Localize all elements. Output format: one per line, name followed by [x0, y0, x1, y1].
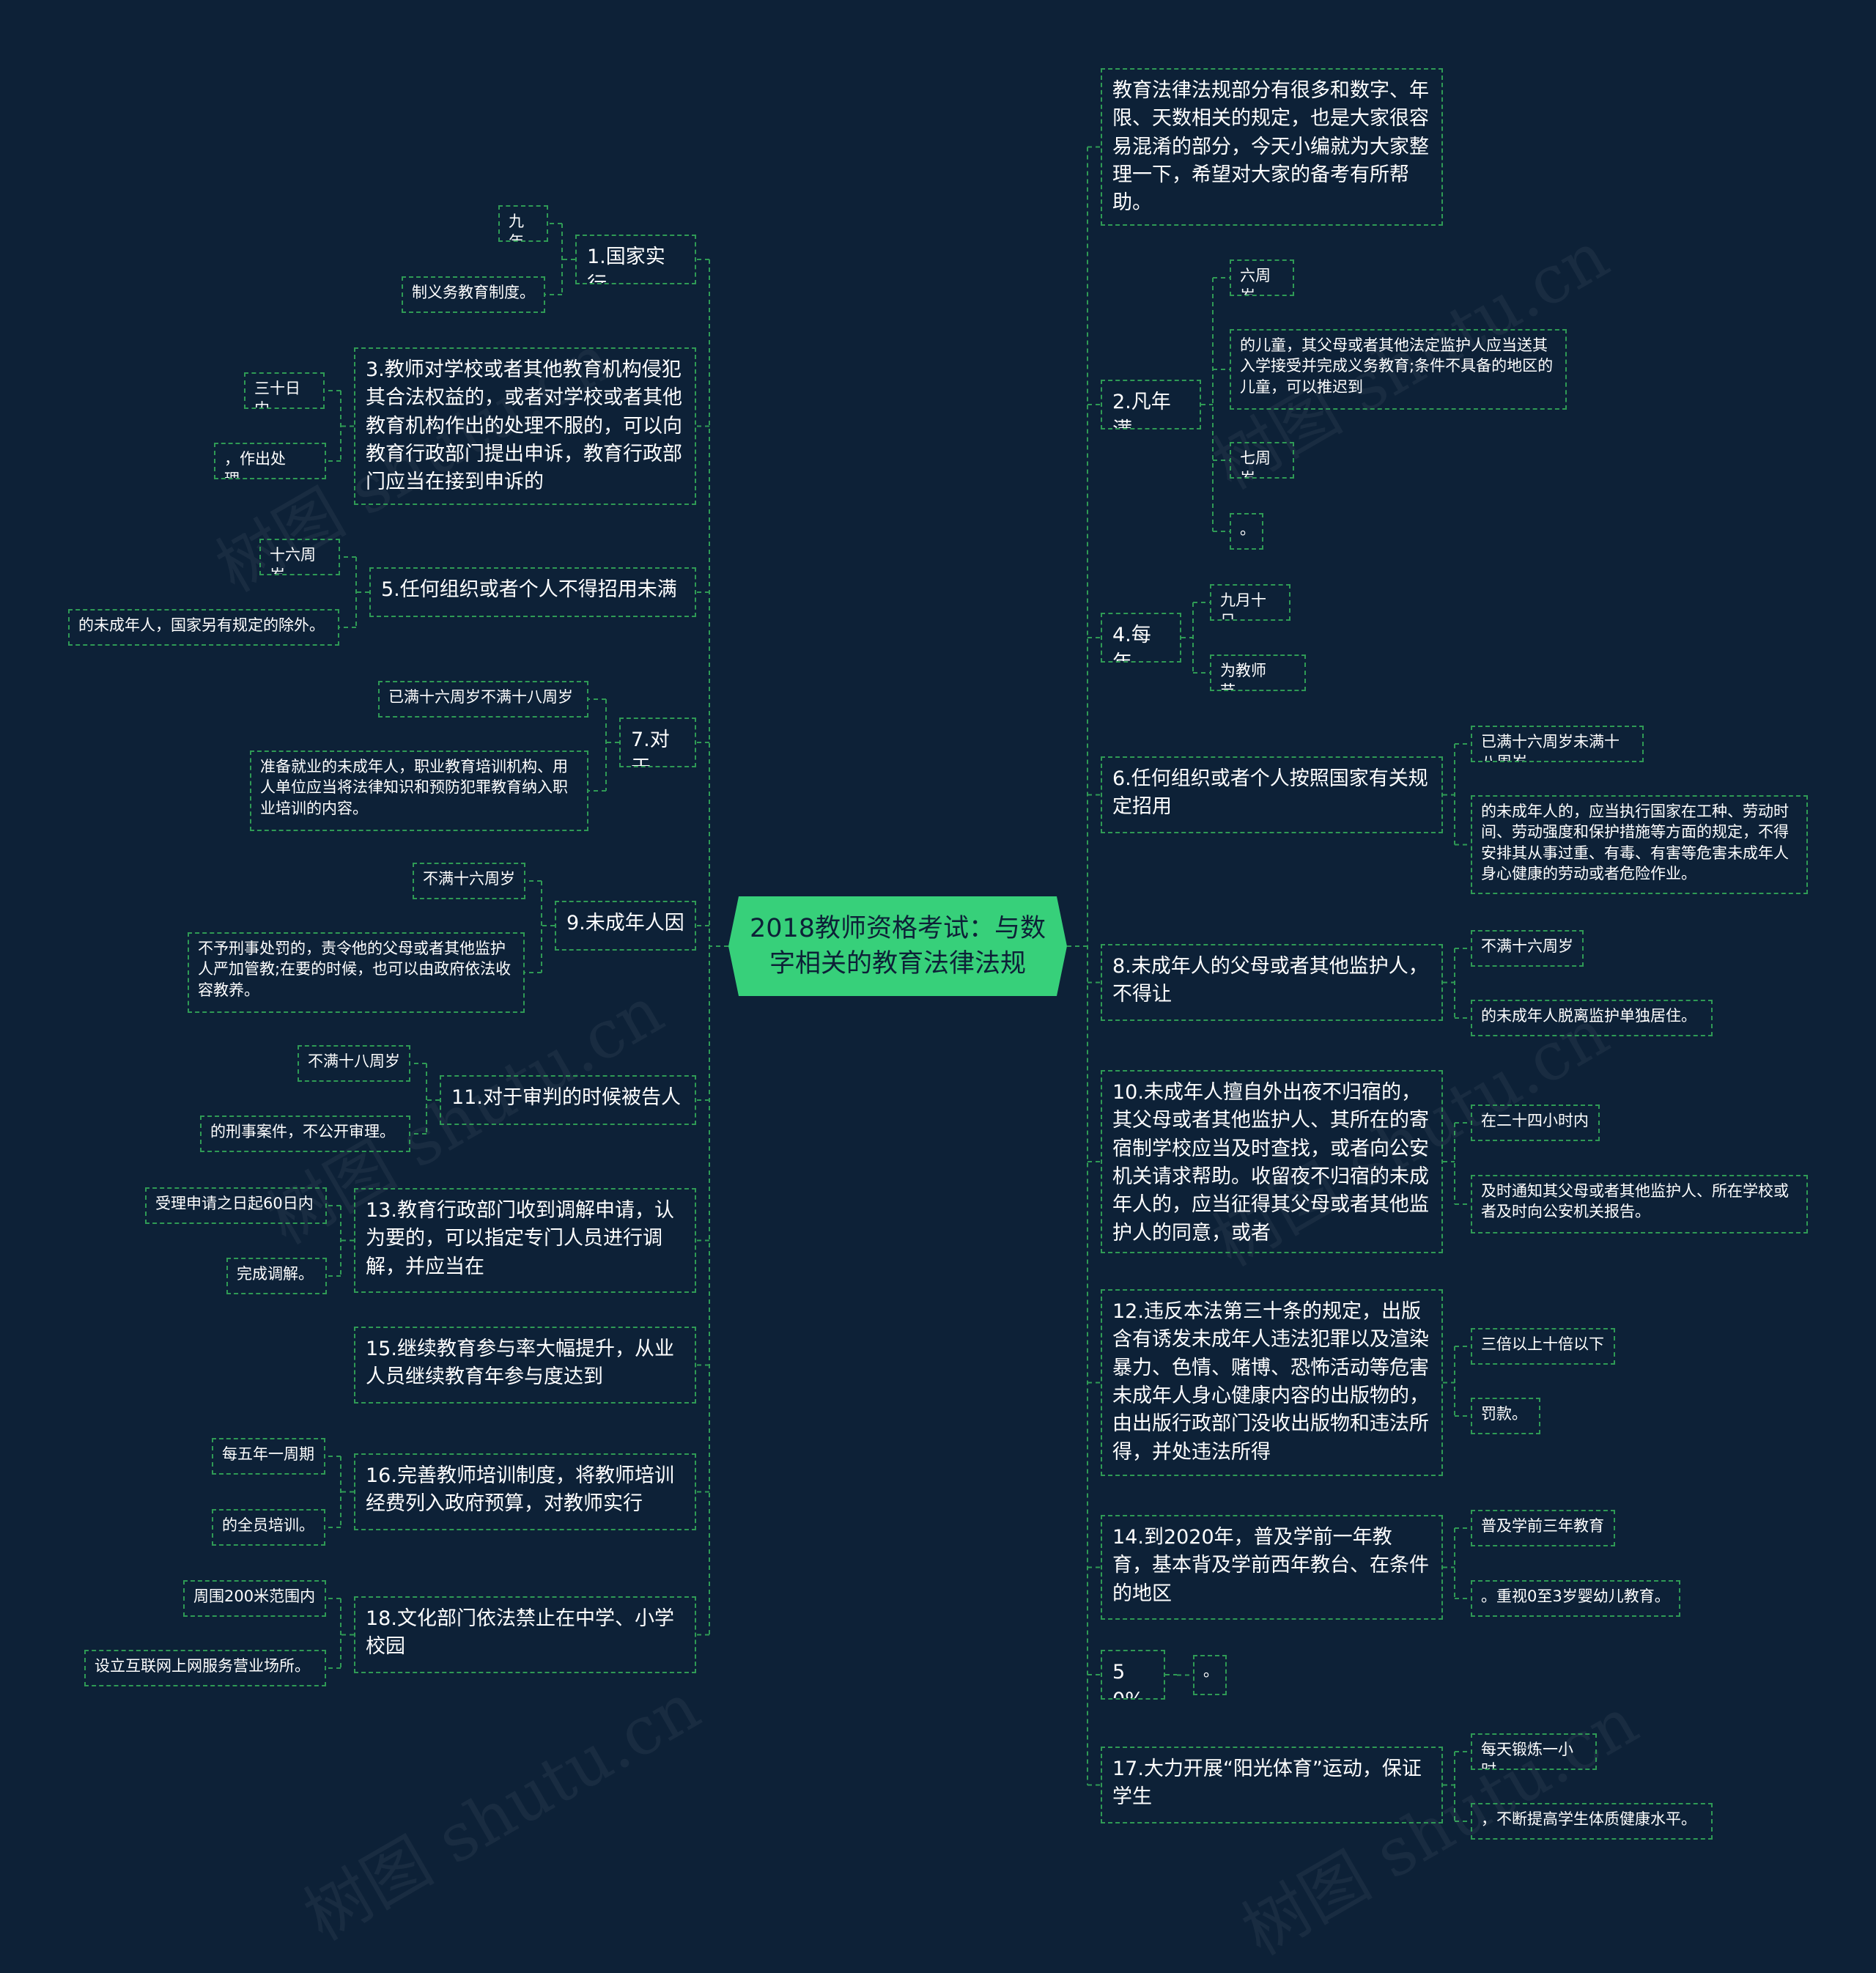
leaf-left-7-1[interactable]: 受理申请之日起60日内	[145, 1187, 327, 1224]
leaf-left-3-2[interactable]: 的未成年人，国家另有规定的除外。	[68, 609, 339, 646]
branch-right-1[interactable]: 教育法律法规部分有很多和数字、年限、天数相关的规定，也是大家很容易混淆的部分，今…	[1101, 68, 1443, 226]
leaf-left-10-1[interactable]: 周围200米范围内	[183, 1580, 326, 1617]
branch-left-5[interactable]: 9.未成年人因	[555, 901, 696, 951]
leaf-left-2-2[interactable]: ，作出处理。	[214, 443, 326, 479]
leaf-right-2-4[interactable]: 。	[1230, 513, 1263, 550]
leaf-right-4-2[interactable]: 的未成年人的，应当执行国家在工种、劳动时间、劳动强度和保护措施等方面的规定，不得…	[1471, 795, 1808, 894]
leaf-left-1-1[interactable]: 九年	[498, 205, 548, 242]
branch-left-6[interactable]: 11.对于审判的时候被告人	[440, 1075, 696, 1125]
branch-right-7[interactable]: 12.违反本法第三十条的规定，出版含有诱发未成年人违法犯罪以及渲染暴力、色情、赌…	[1101, 1289, 1443, 1476]
leaf-left-7-2[interactable]: 完成调解。	[226, 1258, 327, 1294]
connector-lines	[325, 146, 1471, 1822]
leaf-right-2-2[interactable]: 的儿童，其父母或者其他法定监护人应当送其入学接受并完成义务教育;条件不具备的地区…	[1230, 329, 1567, 410]
mind-map: 树图 shutu.cn 树图 shutu.cn 树图 shutu.cn 树图 s…	[68, 68, 1808, 1970]
leaf-right-3-1[interactable]: 九月十日	[1210, 584, 1290, 621]
branch-left-3[interactable]: 5.任何组织或者个人不得招用未满	[369, 567, 696, 617]
leaf-right-2-3[interactable]: 七周岁	[1230, 442, 1294, 479]
leaf-left-5-2[interactable]: 不予刑事处罚的，责令他的父母或者其他监护人严加管教;在要的时候，也可以由政府依法…	[188, 932, 525, 1013]
leaf-right-5-2[interactable]: 的未成年人脱离监护单独居住。	[1471, 1000, 1713, 1036]
leaf-left-4-2[interactable]: 准备就业的未成年人，职业教育培训机构、用人单位应当将法律知识和预防犯罪教育纳入职…	[250, 751, 588, 831]
leaf-right-8-2[interactable]: 。重视0至3岁婴幼儿教育。	[1471, 1580, 1680, 1617]
branch-right-3[interactable]: 4.每年	[1101, 613, 1181, 663]
leaf-left-9-1[interactable]: 每五年一周期	[212, 1438, 325, 1475]
leaf-left-10-2[interactable]: 设立互联网上网服务营业场所。	[84, 1650, 326, 1686]
leaf-right-6-1[interactable]: 在二十四小时内	[1471, 1104, 1600, 1141]
branch-right-8[interactable]: 14.到2020年，普及学前一年教育，基本背及学前西年教台、在条件的地区	[1101, 1515, 1443, 1620]
leaf-left-6-2[interactable]: 的刑事案件，不公开审理。	[200, 1115, 410, 1152]
leaf-right-9-1[interactable]: 。	[1193, 1655, 1227, 1695]
branch-right-9[interactable]: 50%	[1101, 1650, 1165, 1700]
leaf-left-2-1[interactable]: 三十日内	[244, 372, 325, 409]
branch-right-4[interactable]: 6.任何组织或者个人按照国家有关规定招用	[1101, 756, 1443, 833]
leaf-left-5-1[interactable]: 不满十六周岁	[413, 863, 525, 899]
leaf-right-7-2[interactable]: 罚款。	[1471, 1398, 1540, 1434]
leaf-left-4-1[interactable]: 已满十六周岁不满十八周岁	[378, 681, 588, 718]
branch-right-10[interactable]: 17.大力开展“阳光体育”运动，保证学生	[1101, 1747, 1443, 1823]
branch-right-6[interactable]: 10.未成年人擅自外出夜不归宿的，其父母或者其他监护人、其所在的寄宿制学校应当及…	[1101, 1070, 1443, 1253]
leaf-right-10-1[interactable]: 每天锻炼一小时	[1471, 1733, 1597, 1770]
branch-left-2[interactable]: 3.教师对学校或者其他教育机构侵犯其合法权益的，或者对学校或者其他教育机构作出的…	[354, 347, 696, 505]
branch-right-2[interactable]: 2.凡年满	[1101, 380, 1201, 429]
branch-left-4[interactable]: 7.对于	[619, 718, 696, 767]
leaf-right-4-1[interactable]: 已满十六周岁未满十八周岁	[1471, 726, 1644, 762]
leaf-right-8-1[interactable]: 普及学前三年教育	[1471, 1510, 1615, 1546]
branch-left-10[interactable]: 18.文化部门依法禁止在中学、小学校园	[354, 1596, 696, 1673]
root-topic[interactable]: 2018教师资格考试：与数字相关的教育法律法规	[728, 896, 1067, 996]
leaf-left-1-2[interactable]: 制义务教育制度。	[402, 276, 545, 313]
branch-left-8[interactable]: 15.继续教育参与率大幅提升，从业人员继续教育年参与度达到	[354, 1327, 696, 1404]
branch-left-9[interactable]: 16.完善教师培训制度，将教师培训经费列入政府预算，对教师实行	[354, 1453, 696, 1530]
leaf-right-5-1[interactable]: 不满十六周岁	[1471, 930, 1584, 967]
leaf-left-3-1[interactable]: 十六周岁	[259, 539, 340, 575]
leaf-right-7-1[interactable]: 三倍以上十倍以下	[1471, 1328, 1615, 1365]
branch-left-7[interactable]: 13.教育行政部门收到调解申请，认为要的，可以指定专门人员进行调解，并应当在	[354, 1188, 696, 1293]
leaf-left-6-1[interactable]: 不满十八周岁	[298, 1045, 410, 1082]
branch-left-1[interactable]: 1.国家实行	[575, 235, 696, 284]
leaf-right-6-2[interactable]: 及时通知其父母或者其他监护人、所在学校或者及时向公安机关报告。	[1471, 1175, 1808, 1233]
leaf-right-2-1[interactable]: 六周岁	[1230, 259, 1294, 296]
leaf-right-10-2[interactable]: ，不断提高学生体质健康水平。	[1471, 1803, 1713, 1840]
branch-right-5[interactable]: 8.未成年人的父母或者其他监护人，不得让	[1101, 944, 1443, 1021]
leaf-left-9-2[interactable]: 的全员培训。	[212, 1509, 325, 1546]
leaf-right-3-2[interactable]: 为教师节。	[1210, 654, 1306, 691]
